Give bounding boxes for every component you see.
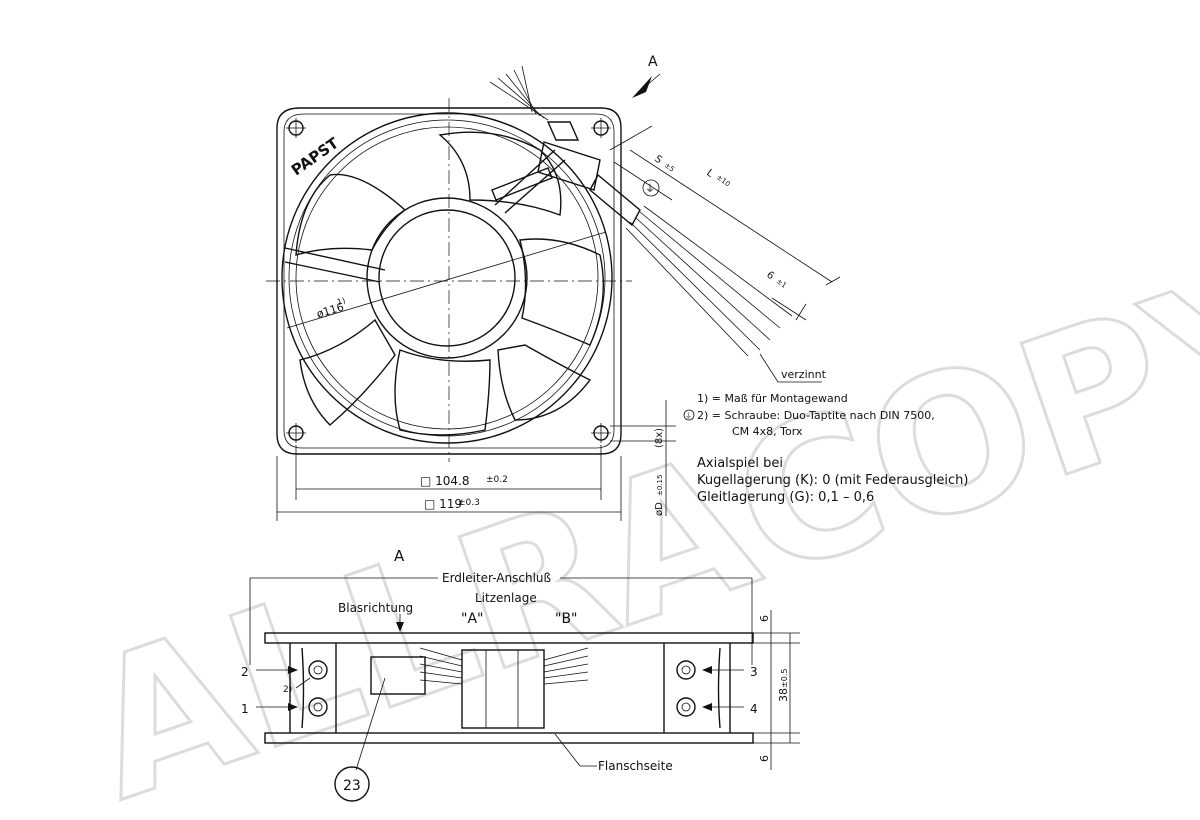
svg-text:ALLRACOPY: ALLRACOPY: [63, 222, 1200, 820]
svg-text:1) = Maß für Montagewand: 1) = Maß für Montagewand: [697, 392, 848, 405]
svg-text:±0.5: ±0.5: [780, 669, 789, 688]
earth-connection-label: Erdleiter-Anschluß: [442, 571, 552, 585]
svg-text:±0.15: ±0.15: [656, 475, 664, 496]
dim-outer: □ 119: [424, 497, 462, 511]
front-dimensions: □ 104.8 ±0.2 □ 119 ±0.3 øD ±0.15 (8x): [276, 400, 676, 521]
svg-text:"B": "B": [555, 611, 577, 627]
flange-side-label: Flanschseite: [598, 759, 673, 773]
side-view: A Erdleiter-Anschluß Litzenlage "A" "B" …: [241, 547, 800, 802]
svg-text:6: 6: [764, 270, 776, 283]
svg-text:6: 6: [758, 615, 771, 622]
brand-logo: PAPST: [288, 134, 343, 180]
screw-right-lower: [676, 697, 696, 717]
svg-text:4: 4: [750, 702, 758, 716]
cable-assembly: ⏚: [489, 65, 793, 357]
tinned-label: verzinnt: [781, 368, 827, 381]
screw-right-upper: [676, 660, 696, 680]
svg-text:A: A: [648, 54, 658, 70]
svg-text:6: 6: [758, 755, 771, 762]
mounting-hole-bl: [286, 423, 306, 443]
mounting-hole-tl: [286, 118, 306, 138]
svg-text:±0.2: ±0.2: [486, 475, 508, 485]
blow-direction-label: Blasrichtung: [338, 601, 413, 615]
svg-text:Axialspiel bei: Axialspiel bei: [697, 456, 783, 471]
svg-text:Kugellagerung (K): 0 (mit Fed: Kugellagerung (K): 0 (mit Federausgleich…: [697, 473, 968, 488]
mounting-hole-br: [591, 423, 611, 443]
dim-inner: □ 104.8: [420, 474, 470, 488]
svg-text:±1: ±1: [775, 277, 788, 290]
svg-text:2) = Schraube: Duo-Taptite nac: 2) = Schraube: Duo-Taptite nach DIN 7500…: [697, 409, 935, 422]
svg-text:±10: ±10: [715, 173, 732, 188]
mounting-hole-tr: [591, 118, 611, 138]
svg-text:Gleitlagerung (G): 0,1 – 0,: Gleitlagerung (G): 0,1 – 0,6: [697, 490, 874, 505]
screw-left-lower: [308, 697, 328, 717]
svg-text:±5: ±5: [663, 161, 676, 174]
svg-text:2: 2: [241, 665, 249, 679]
ref-23: 23: [343, 778, 361, 794]
svg-text:3: 3: [750, 665, 758, 679]
fan-front-view: PAPST ø116 1): [266, 98, 632, 462]
watermark: ALLRACOPY: [61, 221, 1200, 820]
svg-text:CM 4x8, Torx: CM 4x8, Torx: [732, 425, 803, 438]
ground-symbol: ⏚: [645, 183, 655, 195]
cable-dimensions: S ±5 L ±10 6 ±1 verzinnt: [609, 125, 841, 383]
screw-left-upper: [308, 660, 328, 680]
svg-text:38: 38: [777, 688, 790, 702]
svg-text:øD: øD: [654, 502, 665, 516]
side-view-title: A: [394, 547, 405, 565]
svg-text:1: 1: [241, 702, 249, 716]
notes-block: 1) = Maß für Montagewand ⏚ 2) = Schraube…: [683, 392, 968, 505]
svg-text:L: L: [704, 168, 715, 180]
svg-text:"A": "A": [461, 611, 483, 627]
svg-text:S: S: [652, 154, 664, 167]
svg-text:±0.3: ±0.3: [458, 498, 480, 508]
view-arrow: A: [632, 54, 661, 98]
mount-diameter-ref: 1): [336, 296, 346, 307]
svg-text:(8x): (8x): [654, 428, 665, 448]
svg-text:2): 2): [283, 685, 292, 695]
svg-text:Litzenlage: Litzenlage: [475, 591, 537, 605]
svg-text:⏚: ⏚: [685, 412, 692, 420]
